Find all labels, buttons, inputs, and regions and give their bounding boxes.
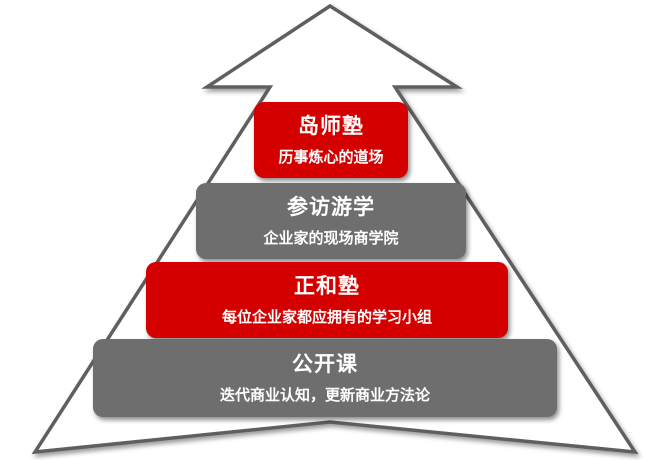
tier-title: 公开课 [292, 352, 358, 376]
tier-subtitle: 每位企业家都应拥有的学习小组 [221, 308, 432, 326]
tier-zhenghe-shu: 正和塾 每位企业家都应拥有的学习小组 [146, 262, 508, 338]
tier-subtitle: 企业家的现场商学院 [263, 229, 399, 247]
tier-gongkaike: 公开课 迭代商业认知，更新商业方法论 [93, 339, 557, 417]
tier-subtitle: 历事炼心的道场 [278, 148, 384, 166]
tier-title: 参访游学 [287, 195, 375, 219]
tier-daoshishu: 岛师塾 历事炼心的道场 [254, 102, 408, 178]
tier-subtitle: 迭代商业认知，更新商业方法论 [219, 386, 430, 404]
tier-title: 岛师塾 [298, 114, 364, 138]
tier-title: 正和塾 [294, 274, 360, 298]
tier-canfang-youxue: 参访游学 企业家的现场商学院 [196, 183, 466, 259]
